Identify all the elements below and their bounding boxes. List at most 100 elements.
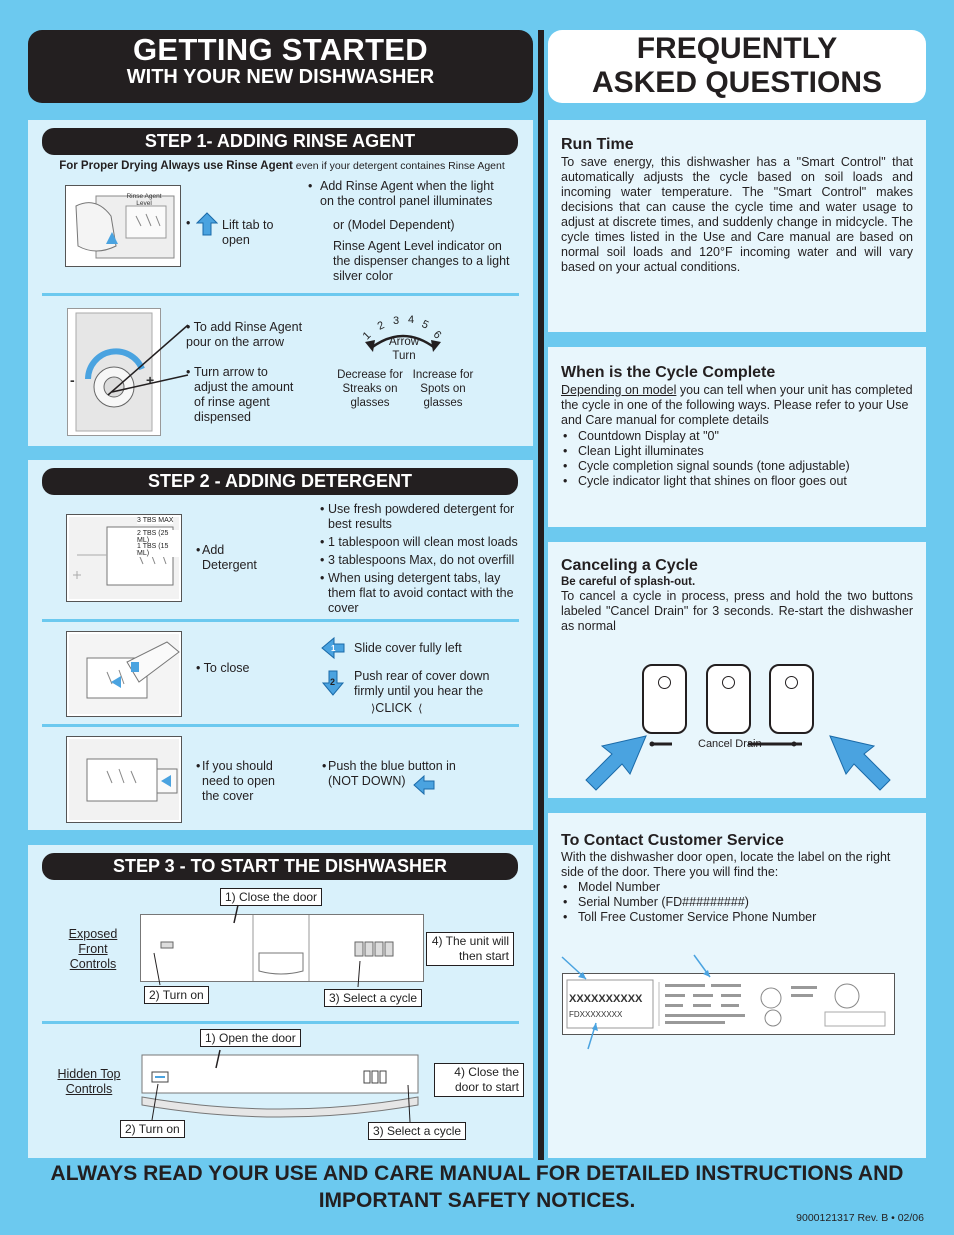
add-rinse-label: Add Rinse Agent when the light on the co… — [320, 179, 494, 208]
detergent-cup-illustration — [69, 517, 179, 599]
add-rinse-text: •Add Rinse Agent when the light on the c… — [308, 179, 494, 208]
to-close-label: To close — [203, 661, 250, 675]
dial-arc-arrow-icon — [365, 334, 441, 352]
open-cover-illustration — [69, 739, 179, 820]
click-text: ⟩CLICK⟨ — [371, 701, 423, 715]
push-rear-text: Push rear of cover down firmly until you… — [354, 669, 490, 698]
label-pointer-arrows — [561, 954, 711, 1050]
list-item: Cycle indicator light that shines on flo… — [561, 474, 913, 489]
step3b-pointer-lines — [151, 1049, 411, 1123]
run-time-title: Run Time — [561, 136, 634, 153]
add-detergent-text: •Add Detergent — [196, 543, 266, 573]
faq-cycle-complete-panel: When is the Cycle Complete Depending on … — [548, 347, 926, 527]
click-label: CLICK — [375, 701, 413, 715]
dial-num-3: 3 — [393, 315, 400, 327]
cancel-drain-label: Cancel Drain — [698, 738, 762, 750]
pour-rinse-text: • To add Rinse Agent pour on the arrow — [186, 320, 303, 349]
hidden-controls-label: Hidden Top Controls — [57, 1067, 121, 1096]
cycle-complete-underline: Depending on model — [561, 383, 677, 397]
rinse-indicator-text: Rinse Agent Level indicator on the dispe… — [333, 239, 510, 283]
header-title: GETTING STARTED — [133, 32, 428, 67]
step3-separator — [42, 1021, 519, 1024]
control-button-3[interactable] — [769, 664, 814, 734]
center-divider — [538, 30, 544, 1160]
step1-note-bold: For Proper Drying Always use Rinse Agent — [59, 160, 293, 172]
open-cover-label: If you should need to open the cover — [202, 759, 275, 803]
up-arrow-icon — [196, 212, 218, 236]
lift-tab-text: Lift tab to open — [222, 218, 274, 247]
slide-cover-text: Slide cover fully left — [354, 641, 462, 655]
select-cycle-callout: 3) Select a cycle — [324, 989, 423, 1007]
lift-tab-bullet: • — [186, 216, 191, 230]
button-light-icon — [722, 676, 735, 689]
header-faq: FREQUENTLY ASKED QUESTIONS — [548, 30, 926, 103]
step3-panel: STEP 3 - TO START THE DISHWASHER Exposed… — [28, 845, 533, 1158]
step1-note: For Proper Drying Always use Rinse Agent… — [42, 159, 522, 173]
add-detergent-label: Add Detergent — [202, 543, 257, 572]
rinse-dispenser-image: Rinse Agent Level — [65, 185, 181, 267]
faq-title: FREQUENTLY ASKED QUESTIONS — [591, 32, 883, 99]
cycle-complete-list: Countdown Display at "0" Clean Light ill… — [561, 429, 913, 489]
control-button-1[interactable] — [642, 664, 687, 734]
cup-label-2tbs: 2 TBS (25 ML) — [137, 530, 181, 544]
step2-separator-2 — [42, 724, 519, 727]
header-getting-started: GETTING STARTED WITH YOUR NEW DISHWASHER — [28, 30, 533, 103]
step1-title: STEP 1- ADDING RINSE AGENT — [42, 128, 518, 155]
push-blue-text: •Push the blue button in (NOT DOWN) — [322, 759, 462, 789]
blue-push-arrow-icon — [413, 774, 435, 796]
footer-notice: ALWAYS READ YOUR USE AND CARE MANUAL FOR… — [50, 1162, 904, 1212]
pour-rinse-label: To add Rinse Agent pour on the arrow — [186, 320, 303, 349]
cycle-complete-text: you can tell when your unit has complete… — [561, 383, 913, 427]
list-item: Toll Free Customer Service Phone Number — [561, 910, 913, 925]
arrow-turn-label: Arrow Turn — [388, 336, 420, 362]
dial-scale: 1 2 3 4 5 6 — [358, 312, 448, 352]
dial-pointer-lines — [107, 324, 189, 396]
turn-arrow-text: •Turn arrow to adjust the amount of rins… — [186, 365, 298, 425]
exposed-controls-label: Exposed Front Controls — [68, 927, 118, 971]
select-cycle-callout-b: 3) Select a cycle — [368, 1122, 467, 1140]
step1-separator — [42, 293, 519, 296]
step2-panel: STEP 2 - ADDING DETERGENT 3 TBS MAX 2 TB… — [28, 460, 533, 830]
close-cover-illustration — [69, 634, 180, 714]
detergent-cup-image: 3 TBS MAX 2 TBS (25 ML) 1 TBS (15 ML) — [66, 514, 182, 602]
open-cover-image — [66, 736, 182, 823]
rinse-dial-illustration: - + — [70, 312, 154, 432]
exposed-panel-illustration — [160, 915, 394, 981]
cancel-drain-connector — [649, 741, 802, 747]
canceling-title: Canceling a Cycle — [561, 557, 698, 574]
button-light-icon — [658, 676, 671, 689]
right-press-arrow-icon — [829, 735, 891, 791]
contact-title: To Contact Customer Service — [561, 832, 784, 849]
control-button-2[interactable] — [706, 664, 751, 734]
button-light-icon — [785, 676, 798, 689]
rinse-level-label: Rinse Agent Level — [126, 193, 162, 207]
down-arrow-icon: 2 — [321, 670, 345, 696]
list-item: Clean Light illuminates — [561, 444, 913, 459]
rinse-dial-image: - + — [67, 308, 161, 436]
faq-canceling-panel: Canceling a Cycle Be careful of splash-o… — [548, 542, 926, 798]
model-number-label: XXXXXXXXXX — [569, 993, 643, 1005]
step2-title: STEP 2 - ADDING DETERGENT — [42, 468, 518, 495]
contact-body: With the dishwasher door open, locate th… — [561, 850, 891, 879]
canceling-warning: Be careful of splash-out. — [561, 576, 696, 588]
faq-contact-panel: To Contact Customer Service With the dis… — [548, 813, 926, 1158]
increase-label: Increase for Spots on glasses — [412, 369, 474, 409]
left-press-arrow-icon — [585, 735, 647, 791]
step3-title: STEP 3 - TO START THE DISHWASHER — [42, 853, 518, 880]
click-sound-icon: ⟩ — [371, 703, 376, 715]
hidden-control-panel — [140, 1053, 420, 1123]
serial-number-label: FDXXXXXXXX — [569, 1010, 623, 1019]
to-close-text: • To close — [196, 661, 250, 675]
list-item: Countdown Display at "0" — [561, 429, 913, 444]
open-cover-text: •If you should need to open the cover — [196, 759, 286, 804]
detergent-bullets: •Use fresh powdered detergent for best r… — [320, 502, 518, 615]
list-item: Serial Number (FD#########) — [561, 895, 913, 910]
turn-on-callout: 2) Turn on — [144, 986, 209, 1004]
left-arrow-icon: 1 — [321, 636, 345, 660]
cycle-complete-title: When is the Cycle Complete — [561, 364, 776, 381]
or-model-text: or (Model Dependent) — [333, 218, 455, 232]
rating-label-illustration — [566, 979, 886, 1029]
step1-panel: STEP 1- ADDING RINSE AGENT For Proper Dr… — [28, 120, 533, 446]
cup-label-1tbs: 1 TBS (15 ML) — [137, 543, 181, 557]
close-start-callout: 4) Close the door to start — [434, 1063, 524, 1097]
